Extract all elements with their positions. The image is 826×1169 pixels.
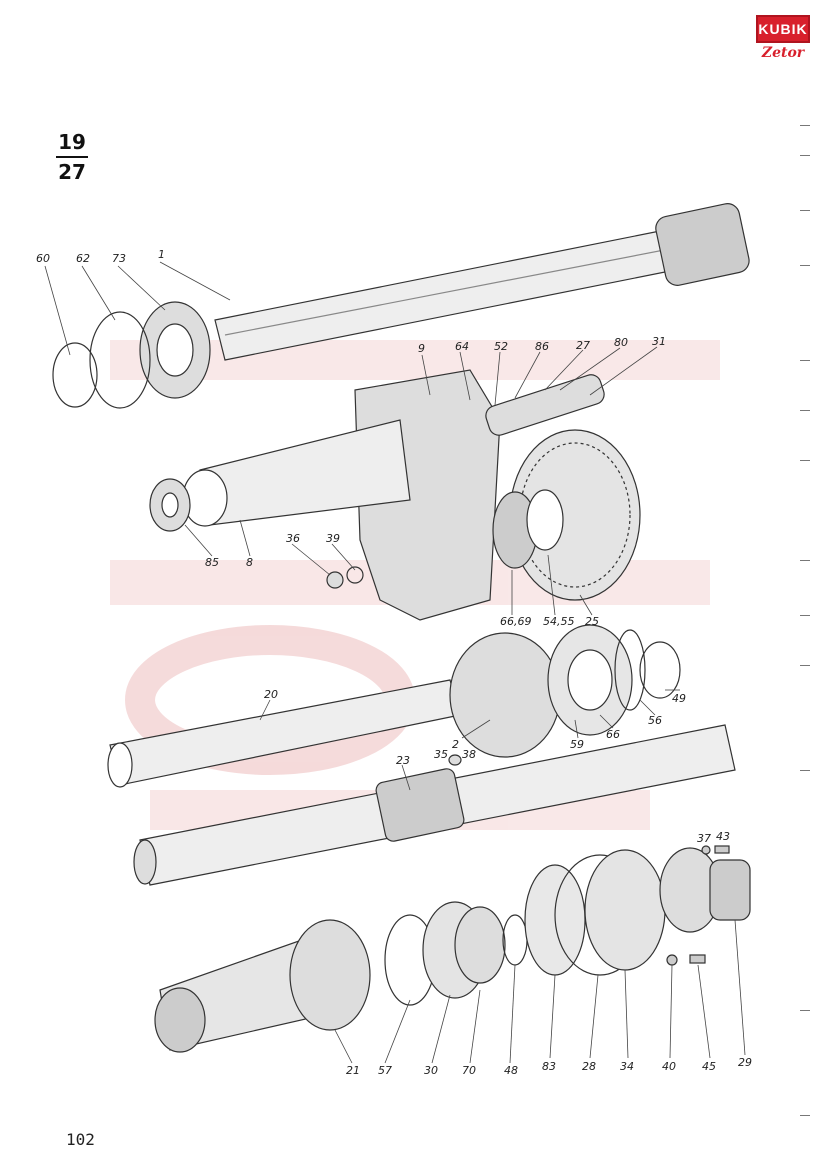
pin-35 (448, 754, 462, 766)
ring-62 (89, 311, 151, 409)
callout-60: 60 (36, 252, 50, 265)
gear-21 (289, 919, 371, 1031)
ring-56 (614, 629, 646, 711)
bolt-45 (689, 954, 706, 964)
callout-1: 1 (158, 248, 165, 261)
edge-mark (800, 210, 810, 211)
callout-20: 20 (264, 688, 278, 701)
edge-mark (800, 615, 810, 616)
callout-8: 8 (246, 556, 253, 569)
callout-57: 57 (378, 1064, 392, 1077)
shaft-spline-gear (655, 203, 750, 286)
ring-70 (454, 906, 506, 984)
callout-56: 56 (648, 714, 662, 727)
callout-9: 9 (418, 342, 425, 355)
callout-52: 52 (494, 340, 508, 353)
bearing-54-55 (526, 489, 564, 551)
long-shaft-assembly (52, 203, 750, 409)
callout-66-69: 66,69 (500, 615, 532, 628)
edge-mark (800, 155, 810, 156)
callout-73: 73 (112, 252, 126, 265)
callout-30: 30 (424, 1064, 438, 1077)
edge-mark (800, 665, 810, 666)
fraction-bar (56, 156, 88, 158)
splined-section (375, 768, 465, 842)
callout-62: 62 (76, 252, 90, 265)
leader-lines (44, 261, 746, 1064)
clutch-sleeve (449, 632, 561, 758)
callout-49: 49 (672, 692, 686, 705)
edge-mark (800, 410, 810, 411)
callout-43: 43 (716, 830, 730, 843)
planetary-assembly (154, 845, 751, 1053)
shaft-20-assembly (107, 624, 681, 788)
callout-40: 40 (662, 1060, 676, 1073)
edge-mark (800, 1115, 810, 1116)
figure-denominator: 27 (58, 160, 86, 184)
callout-34: 34 (620, 1060, 634, 1073)
callout-70: 70 (462, 1064, 476, 1077)
callout-54-55: 54,55 (543, 615, 575, 628)
callout-31: 31 (652, 335, 666, 348)
page-number: 102 (66, 1130, 95, 1149)
callout-45: 45 (702, 1060, 716, 1073)
washer-39 (346, 566, 364, 584)
ring-gear-34 (584, 849, 666, 971)
figure-number: 19 27 (52, 130, 92, 184)
logo-kubik-text: KUBIK (756, 15, 810, 43)
shaft-23-assembly (133, 724, 736, 886)
callout-36: 36 (286, 532, 300, 545)
logo-zetor-text: Zetor (761, 45, 805, 61)
callout-27: 27 (576, 339, 590, 352)
small-gear-set (485, 374, 605, 436)
callout-28: 28 (582, 1060, 596, 1073)
edge-mark (800, 460, 810, 461)
callout-66: 66 (606, 728, 620, 741)
callout-83: 83 (542, 1060, 556, 1073)
callout-85: 85 (205, 556, 219, 569)
washer-40 (666, 954, 678, 966)
nut-36 (326, 571, 344, 589)
callout-23: 23 (396, 754, 410, 767)
callout-86: 86 (535, 340, 549, 353)
callout-38: 38 (462, 748, 476, 761)
callout-29: 29 (738, 1056, 752, 1069)
callout-25: 25 (585, 615, 599, 628)
figure-numerator: 19 (58, 130, 86, 154)
bolt-43 (714, 845, 730, 854)
edge-mark (800, 125, 810, 126)
edge-mark (800, 770, 810, 771)
edge-mark (800, 560, 810, 561)
washer-37 (701, 845, 711, 855)
ring-49 (639, 641, 681, 699)
edge-mark (800, 265, 810, 266)
callout-35: 35 (434, 748, 448, 761)
callout-21: 21 (346, 1064, 360, 1077)
callout-59: 59 (570, 738, 584, 751)
ring-48 (502, 914, 528, 966)
callout-37: 37 (697, 832, 711, 845)
kubik-zetor-logo: KUBIK Zetor (756, 15, 810, 71)
callout-labels: 60 62 73 1 9 64 52 86 27 80 31 85 8 36 3… (36, 248, 752, 1077)
edge-mark (800, 1010, 810, 1011)
callout-48: 48 (504, 1064, 518, 1077)
callout-39: 39 (326, 532, 340, 545)
callout-2: 2 (452, 738, 459, 751)
edge-mark (800, 360, 810, 361)
housing-assembly (149, 369, 641, 621)
snap-ring-60 (52, 342, 98, 408)
callout-80: 80 (614, 336, 628, 349)
callout-64: 64 (455, 340, 469, 353)
